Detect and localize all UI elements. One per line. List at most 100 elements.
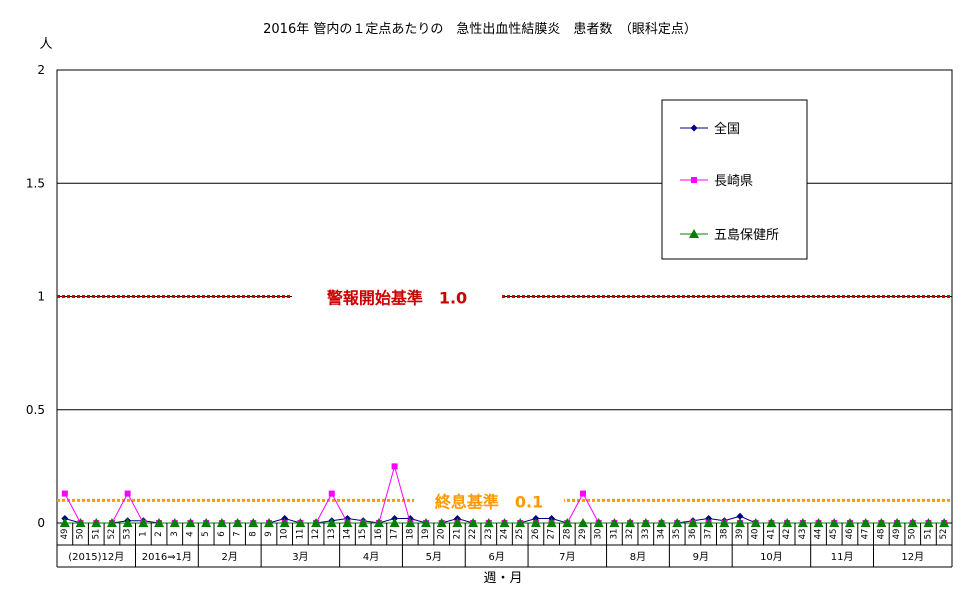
week-label: 26 [531,529,541,540]
data-point [860,518,871,527]
series-layer [59,463,950,527]
week-label: 49 [60,529,70,540]
month-label: 10月 [760,551,783,563]
legend-label: 全国 [714,121,740,137]
week-label: 23 [484,529,494,540]
data-point [499,518,510,527]
data-point [483,518,494,527]
week-label: 1 [138,531,148,536]
week-label: 31 [609,529,619,540]
week-label: 24 [500,529,510,540]
data-point [420,518,431,527]
y-tick-label: 1 [37,290,45,304]
data-point [923,518,934,527]
week-label: 44 [814,529,824,540]
week-label: 14 [342,529,352,540]
week-label: 25 [515,529,525,540]
month-label: (2015)12月 [68,551,124,563]
week-label: 3 [170,531,180,536]
week-label: 12 [311,529,321,540]
data-point [232,518,243,527]
data-point [201,518,212,527]
week-label: 33 [641,529,651,540]
week-label: 9 [264,531,274,536]
week-label: 13 [327,529,337,540]
data-point [797,518,808,527]
data-point [687,518,698,527]
week-label: 19 [421,529,431,540]
month-label: 6月 [488,551,504,563]
week-label: 22 [468,529,478,540]
week-label: 45 [829,529,839,540]
month-label: 8月 [630,551,646,563]
data-point [328,490,335,497]
week-label: 21 [452,529,462,540]
data-point [311,518,322,527]
data-point [59,518,70,527]
week-label: 6 [217,531,227,536]
data-point [656,518,667,527]
data-point [391,463,398,470]
week-label: 16 [374,529,384,540]
data-point [124,490,131,497]
data-point [452,518,463,527]
data-point [829,518,840,527]
week-label: 17 [390,529,400,540]
data-point [326,518,337,527]
week-label: 7 [233,531,243,536]
data-point [546,518,557,527]
data-point [75,518,86,527]
data-point [750,518,761,527]
reference-label-bg [292,284,502,309]
week-label: 40 [751,529,761,540]
month-label: 7月 [559,551,575,563]
week-label: 53 [123,529,133,540]
data-point [530,518,541,527]
reference-label-bg [414,488,564,513]
month-label: 3月 [292,551,308,563]
data-point [736,512,744,520]
week-label: 10 [280,529,290,540]
week-label: 32 [625,529,635,540]
month-label: 4月 [363,551,379,563]
week-label: 30 [594,529,604,540]
week-label: 11 [295,529,305,540]
data-point [279,518,290,527]
week-label: 48 [876,529,886,540]
week-label: 43 [798,529,808,540]
data-point [248,518,259,527]
reference-label: 終息基準 0.1 [435,492,543,511]
week-label: 47 [861,529,871,540]
data-point [263,518,274,527]
week-label: 51 [923,529,933,540]
data-point [91,518,102,527]
week-label: 5 [201,531,211,536]
week-label: 50 [76,529,86,540]
data-point [216,518,227,527]
week-label: 2 [154,531,164,536]
data-point [138,518,149,527]
data-point [580,490,587,497]
legend-label: 五島保健所 [714,228,779,243]
data-point [295,518,306,527]
chart-title: 2016年 管内の１定点あたりの 急性出血性結膜炎 患者数 （眼科定点） [263,21,697,37]
week-label: 18 [405,529,415,540]
data-point [876,518,887,527]
week-label: 49 [892,529,902,540]
week-label: 27 [547,529,557,540]
y-tick-label: 0 [37,516,45,530]
data-point [405,518,416,527]
week-label: 36 [688,529,698,540]
y-tick-label: 0.5 [26,403,45,417]
y-tick-label: 2 [37,63,45,77]
week-label: 28 [562,529,572,540]
week-label: 39 [735,529,745,540]
data-point [782,518,793,527]
month-label: 11月 [831,551,854,563]
data-point [436,518,447,527]
data-point [907,518,918,527]
